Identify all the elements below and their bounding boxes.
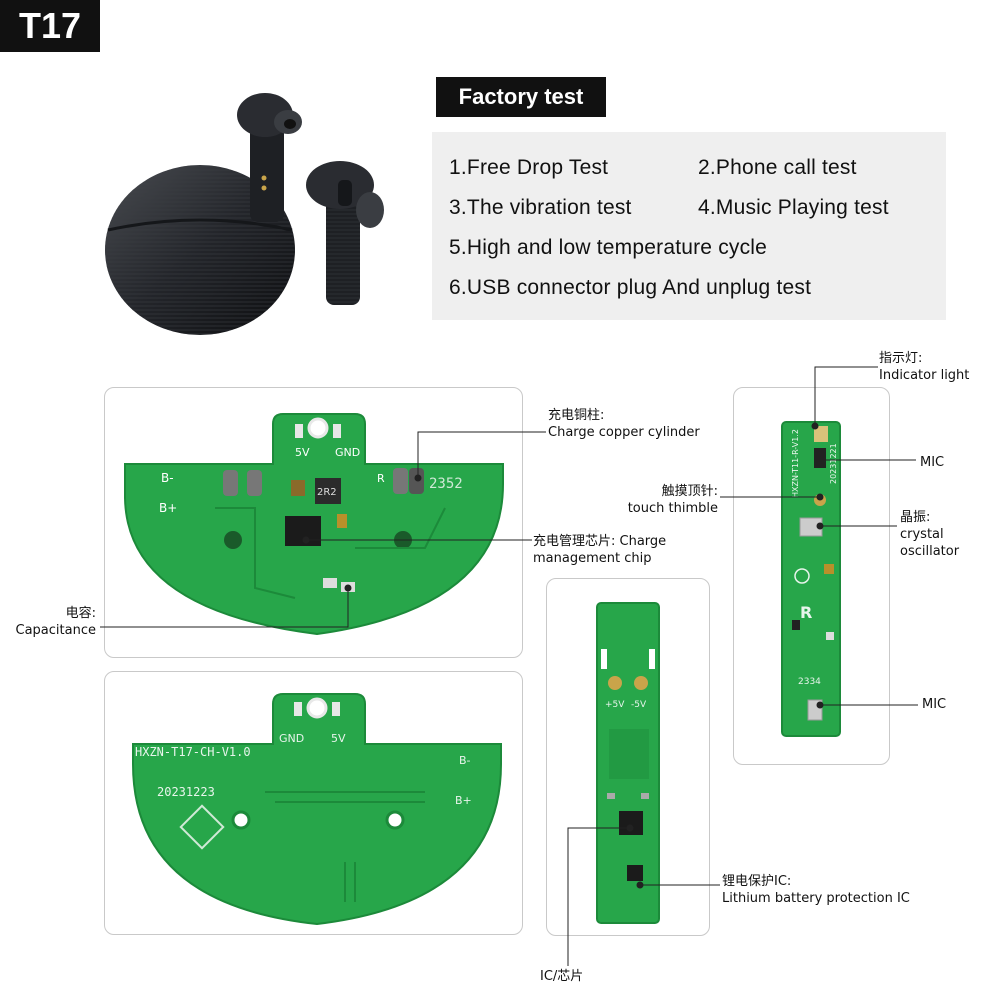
silk-b-plus: B+ bbox=[159, 501, 177, 515]
back-board-card: HXZN-T17-CH-V1.0 20231223 GND 5V B- B+ bbox=[104, 671, 523, 935]
label-ic: IC/芯片 bbox=[540, 969, 584, 984]
silk-b-minus: B- bbox=[161, 471, 174, 485]
protection-board-pcb: +5V -5V bbox=[596, 602, 660, 924]
silk-code: 2352 bbox=[429, 476, 463, 492]
label-capacitance: 电容: Capacitance bbox=[15, 606, 96, 638]
label-charge-chip: 充电管理芯片: Charge management chip bbox=[533, 534, 667, 566]
factory-test-list: 1.Free Drop Test 2.Phone call test 3.The… bbox=[432, 132, 946, 320]
silk-b-minus: B- bbox=[459, 754, 471, 767]
back-board-pcb: HXZN-T17-CH-V1.0 20231223 GND 5V B- B+ bbox=[132, 693, 502, 926]
silk-date: 20231223 bbox=[157, 785, 215, 799]
silk-gnd: GND bbox=[335, 446, 360, 459]
label-indicator-light: 指示灯: Indicator light bbox=[879, 351, 970, 383]
silk-5v: 5V bbox=[331, 732, 346, 745]
earbud-board-pcb: HXZN-T11-R-V1.2 20231221 R 2334 bbox=[781, 421, 841, 737]
test-item: 6.USB connector plug And unplug test bbox=[449, 276, 812, 299]
model-badge: T17 bbox=[0, 0, 100, 52]
earbud-board-card: HXZN-T11-R-V1.2 20231221 R 2334 bbox=[733, 387, 890, 765]
test-item: 1.Free Drop Test bbox=[449, 156, 609, 179]
label-touch-thimble: 触摸顶针: touch thimble bbox=[627, 484, 718, 516]
silk-code: 2334 bbox=[798, 677, 821, 687]
silk-r: R bbox=[800, 603, 812, 622]
protection-board-card: +5V -5V bbox=[546, 578, 710, 936]
label-copper-cylinder: 充电铜柱: Charge copper cylinder bbox=[548, 408, 700, 440]
silk-gnd: GND bbox=[279, 732, 304, 745]
silk-date: 20231221 bbox=[829, 443, 838, 484]
label-mic-bottom: MIC bbox=[922, 697, 947, 712]
main-board-card: B- B+ 5V GND R 2R2 2352 bbox=[104, 387, 523, 658]
silk-5v: 5V bbox=[295, 446, 310, 459]
silk-2r2: 2R2 bbox=[317, 487, 337, 498]
silk-r: R bbox=[377, 472, 385, 485]
label-mic-top: MIC bbox=[920, 455, 945, 470]
silk-minus5v: -5V bbox=[631, 700, 647, 710]
test-item: 3.The vibration test bbox=[449, 196, 632, 219]
factory-test-title: Factory test bbox=[436, 77, 606, 117]
silk-b-plus: B+ bbox=[455, 794, 472, 807]
test-item: 5.High and low temperature cycle bbox=[449, 236, 768, 259]
earbuds-image bbox=[100, 80, 400, 340]
test-item: 2.Phone call test bbox=[698, 156, 857, 179]
label-crystal-oscillator: 晶振: crystal oscillator bbox=[900, 510, 960, 559]
silk-plus5v: +5V bbox=[605, 700, 625, 710]
test-item: 4.Music Playing test bbox=[698, 196, 889, 219]
silk-model: HXZN-T17-CH-V1.0 bbox=[135, 745, 251, 759]
silk-model: HXZN-T11-R-V1.2 bbox=[791, 429, 800, 498]
label-battery-protection-ic: 锂电保护IC: Lithium battery protection IC bbox=[722, 874, 910, 906]
